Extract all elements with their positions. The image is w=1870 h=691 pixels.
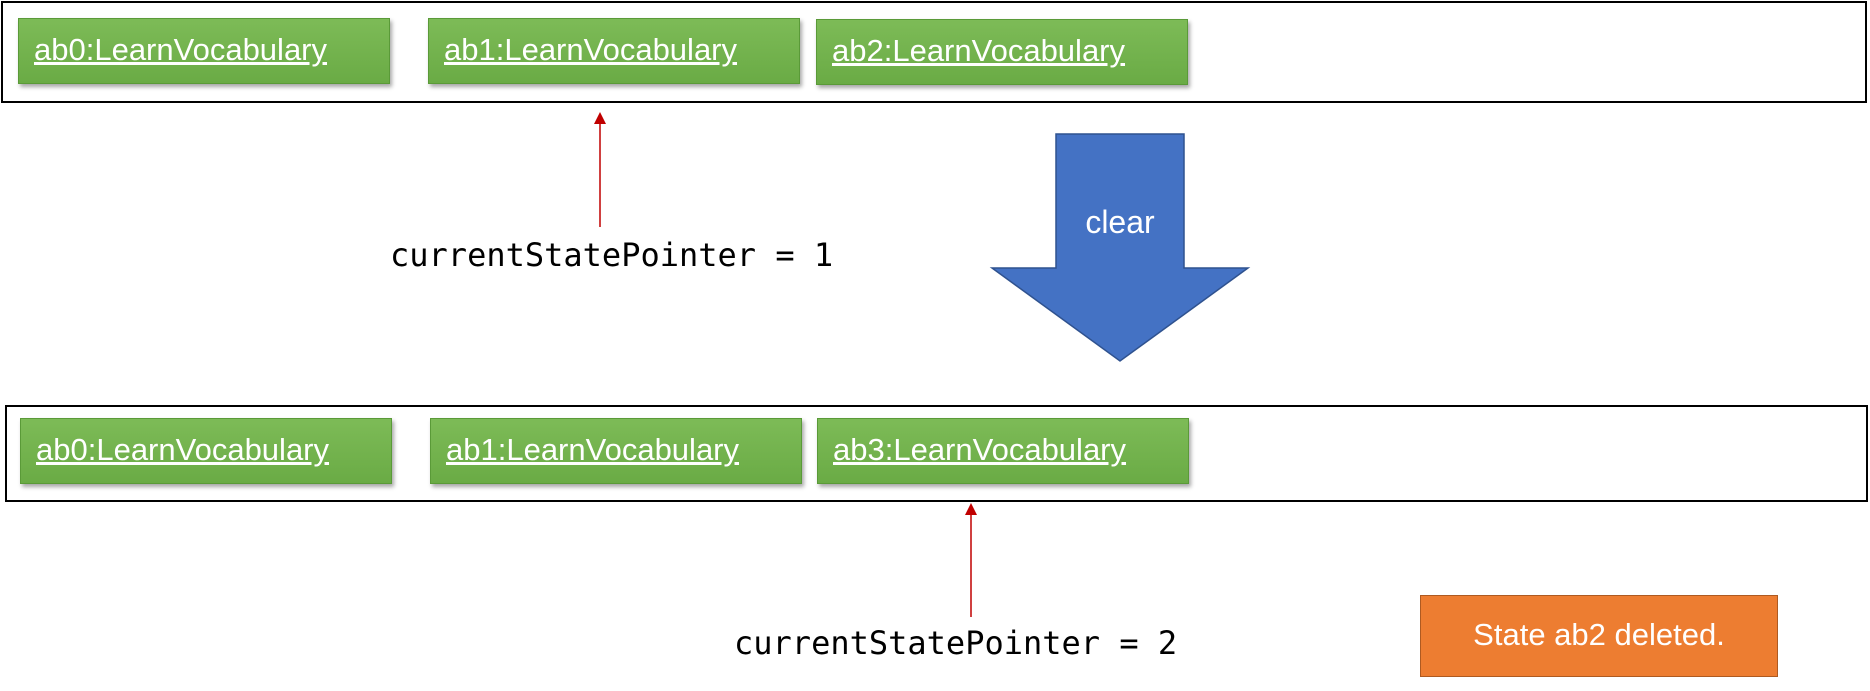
state-ab3-after: ab3:LearnVocabulary — [817, 418, 1189, 484]
state-ab1-after: ab1:LearnVocabulary — [430, 418, 802, 484]
state-ab0-before: ab0:LearnVocabulary — [18, 18, 390, 84]
current-state-pointer-after: currentStatePointer = 2 — [734, 624, 1178, 662]
pointer-arrowhead-before — [594, 112, 606, 124]
clear-arrow — [989, 133, 1251, 362]
pointer-arrowhead-after — [965, 503, 977, 515]
current-state-pointer-before: currentStatePointer = 1 — [390, 236, 834, 274]
state-deleted-note: State ab2 deleted. — [1420, 595, 1778, 677]
state-ab0-after: ab0:LearnVocabulary — [20, 418, 392, 484]
state-ab1-before: ab1:LearnVocabulary — [428, 18, 800, 84]
clear-command-label: clear — [1085, 204, 1155, 240]
state-ab2-before: ab2:LearnVocabulary — [816, 19, 1188, 85]
